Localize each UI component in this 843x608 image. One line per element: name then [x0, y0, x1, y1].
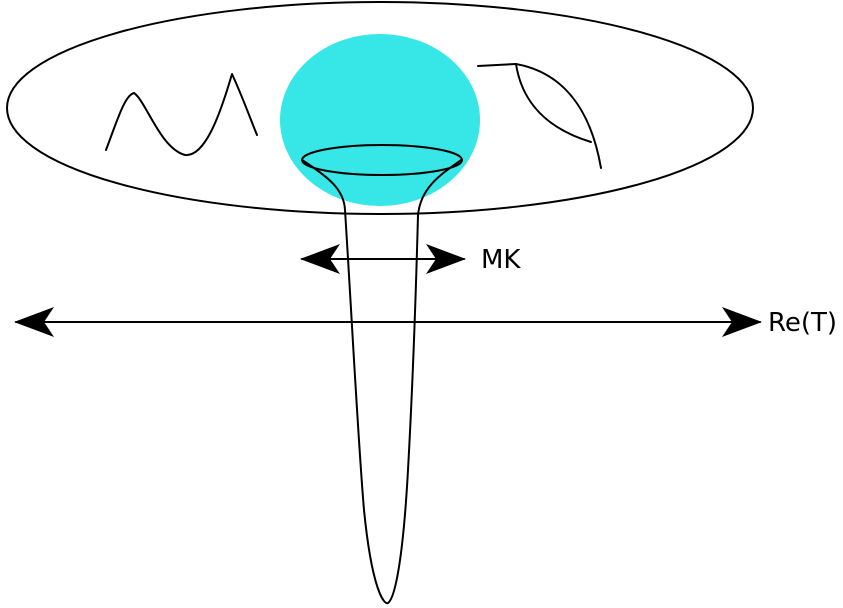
mk-label: MK	[481, 245, 521, 275]
left-wave-curve	[105, 73, 258, 157]
right-curve-arc	[515, 63, 602, 169]
outer-ellipse	[6, 1, 754, 215]
re-t-label: Re(T)	[768, 308, 837, 338]
funnel-lip	[301, 144, 463, 176]
funnel-spike	[301, 159, 462, 605]
cyan-region	[280, 34, 480, 206]
right-curve	[477, 63, 592, 143]
